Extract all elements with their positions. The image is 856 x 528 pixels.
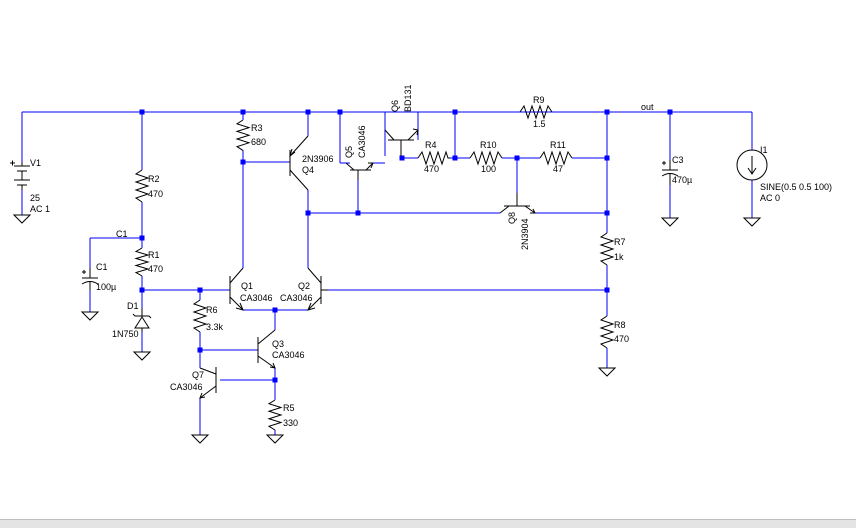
r8-name: R8 <box>614 320 626 330</box>
q8-transistor[interactable] <box>499 193 536 214</box>
net-label-out: out <box>641 102 654 112</box>
q3-value: CA3046 <box>272 350 305 360</box>
c1-value: 100µ <box>96 282 116 292</box>
q1-transistor[interactable] <box>229 267 244 311</box>
q3-name: Q3 <box>272 339 284 349</box>
r2-resistor[interactable] <box>134 169 150 203</box>
r9-value: 1.5 <box>533 119 546 129</box>
d1-name: D1 <box>127 301 139 311</box>
q7-transistor[interactable] <box>199 367 217 399</box>
q6-name: Q6 <box>390 100 400 112</box>
r2-value: 470 <box>148 189 163 199</box>
q3-transistor[interactable] <box>257 329 276 369</box>
q4-transistor[interactable] <box>289 135 309 191</box>
i1-value: SINE(0.5 0.5 100) <box>760 182 832 192</box>
q2-transistor[interactable] <box>307 267 328 311</box>
r11-value: 47 <box>553 164 563 174</box>
q2-name: Q2 <box>298 281 310 291</box>
v1-ac: AC 1 <box>30 204 50 214</box>
q5-transistor[interactable] <box>345 162 374 180</box>
q2-value: CA3046 <box>280 293 313 303</box>
q1-value: CA3046 <box>240 293 273 303</box>
r4-resistor[interactable] <box>417 150 450 166</box>
r7-name: R7 <box>614 237 626 247</box>
r3-resistor[interactable] <box>235 119 251 151</box>
d1-value: 1N750 <box>112 329 139 339</box>
r4-value: 470 <box>424 164 439 174</box>
ground-icons <box>12 214 762 444</box>
r6-resistor[interactable] <box>192 299 208 333</box>
r1-resistor[interactable] <box>134 247 150 277</box>
r2-name: R2 <box>148 174 160 184</box>
v1-name: V1 <box>30 158 41 168</box>
r11-name: R11 <box>550 140 566 150</box>
r1-name: R1 <box>148 250 160 260</box>
r8-value: 470 <box>614 334 629 344</box>
q8-name: Q8 <box>507 212 517 224</box>
r9-resistor[interactable] <box>519 104 553 120</box>
i1-current-source[interactable] <box>736 149 768 181</box>
r10-resistor[interactable] <box>469 150 503 166</box>
q5-name: Q5 <box>344 146 354 158</box>
r11-resistor[interactable] <box>539 150 573 166</box>
q7-value: CA3046 <box>170 382 203 392</box>
r3-value: 680 <box>251 137 266 147</box>
r6-value: 3.3k <box>206 322 224 332</box>
r1-value: 470 <box>148 264 163 274</box>
v1-battery-symbol[interactable] <box>10 160 30 191</box>
q7-name: Q7 <box>192 370 204 380</box>
q8-value: 2N3904 <box>520 218 530 250</box>
q5-value: CA3046 <box>357 125 367 158</box>
r6-name: R6 <box>206 305 218 315</box>
net-label-c1: C1 <box>116 229 128 239</box>
i1-name: I1 <box>760 145 768 155</box>
c3-capacitor[interactable] <box>661 160 679 185</box>
r4-name: R4 <box>425 140 437 150</box>
r10-name: R10 <box>480 140 497 150</box>
r9-name: R9 <box>533 95 545 105</box>
c1-name: C1 <box>96 262 108 272</box>
q6-transistor[interactable] <box>384 128 419 156</box>
r7-value: 1k <box>614 252 624 262</box>
bottom-edge <box>0 519 856 528</box>
r7-resistor[interactable] <box>599 232 615 266</box>
v1-value: 25 <box>30 193 40 203</box>
q4-value: 2N3906 <box>302 154 334 164</box>
r10-value: 100 <box>481 164 496 174</box>
junctions <box>139 109 673 383</box>
r8-resistor[interactable] <box>599 315 615 349</box>
q4-name: Q4 <box>302 165 314 175</box>
c1-capacitor[interactable] <box>81 268 99 290</box>
r5-resistor[interactable] <box>267 399 283 431</box>
i1-ac: AC 0 <box>760 193 780 203</box>
r3-name: R3 <box>251 123 263 133</box>
q1-name: Q1 <box>241 281 253 291</box>
d1-zener-diode[interactable] <box>132 308 152 332</box>
c3-name: C3 <box>672 155 684 165</box>
wires <box>21 111 753 435</box>
r5-name: R5 <box>283 403 295 413</box>
r5-value: 330 <box>283 418 298 428</box>
q6-value: BD131 <box>403 84 413 112</box>
c3-value: 470µ <box>672 175 692 185</box>
